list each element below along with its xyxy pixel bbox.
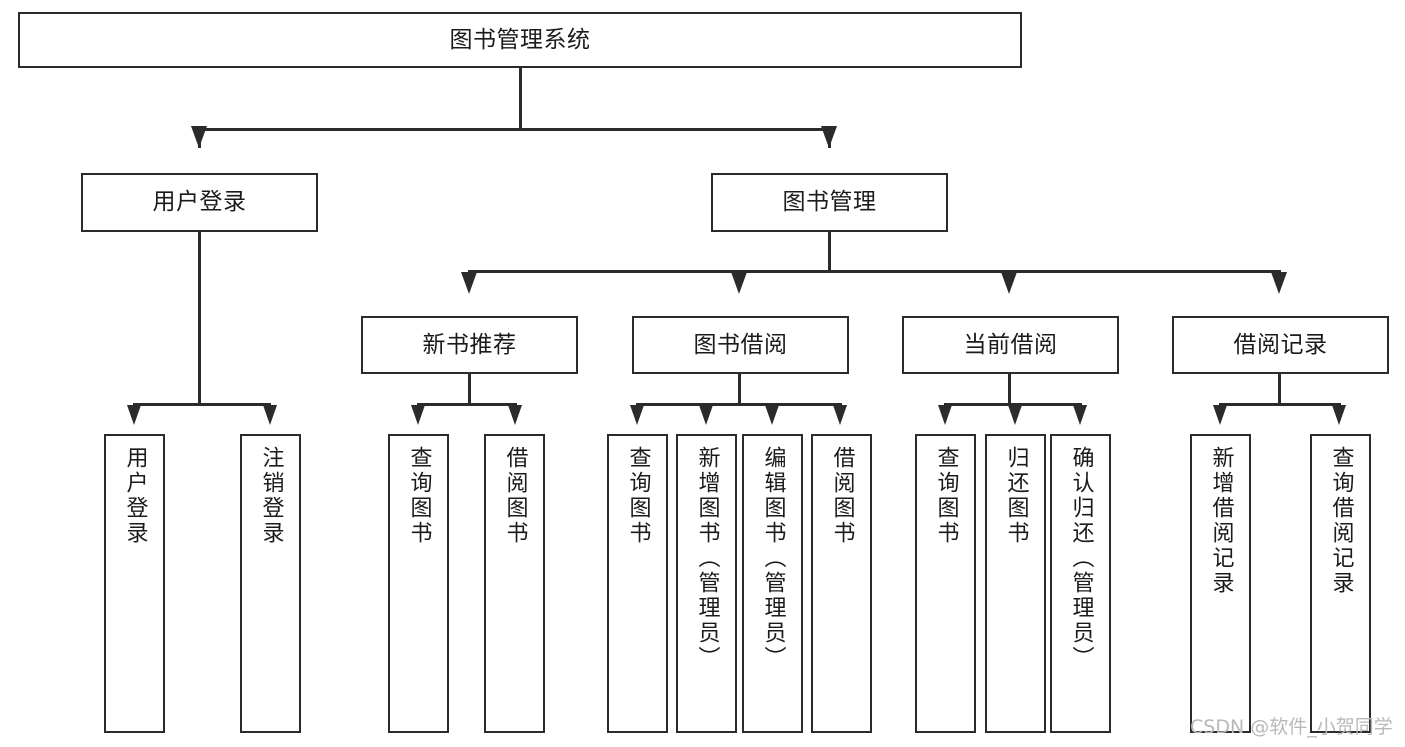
node-label: 新增图书（管理员）	[694, 446, 720, 671]
arrowhead-leaf-add-borrow-record	[1213, 405, 1227, 425]
edge-new-book-recommend-bar	[417, 403, 517, 406]
node-leaf-confirm-return-admin[interactable]: 确认归还（管理员）	[1050, 434, 1111, 733]
arrowhead-leaf-add-book-admin	[699, 405, 713, 425]
arrowhead-leaf-query-book-1	[411, 405, 425, 425]
arrowhead-new-book-recommend	[461, 272, 477, 294]
edge-current-borrow-stem	[1008, 374, 1011, 406]
node-leaf-add-book-admin[interactable]: 新增图书（管理员）	[676, 434, 737, 733]
node-label: 新书推荐	[422, 331, 517, 358]
arrowhead-leaf-query-borrow-record	[1332, 405, 1346, 425]
node-new-book-recommend[interactable]: 新书推荐	[361, 316, 578, 374]
node-leaf-query-book-1[interactable]: 查询图书	[388, 434, 449, 733]
node-label: 图书借阅	[693, 331, 788, 358]
arrowhead-leaf-edit-book-admin	[765, 405, 779, 425]
node-label: 当前借阅	[963, 331, 1058, 358]
node-label: 用户登录	[122, 446, 148, 546]
node-leaf-borrow-book-1[interactable]: 借阅图书	[484, 434, 545, 733]
arrowhead-leaf-query-book-3	[938, 405, 952, 425]
node-leaf-query-borrow-record[interactable]: 查询借阅记录	[1310, 434, 1371, 733]
arrowhead-leaf-return-book	[1008, 405, 1022, 425]
edge-level2-bar	[198, 128, 831, 131]
edge-user-login-bar	[133, 403, 271, 406]
arrowhead-current-borrow	[1001, 272, 1017, 294]
edge-book-borrow-stem	[738, 374, 741, 406]
node-label: 用户登录	[152, 189, 247, 216]
node-label: 图书管理系统	[449, 26, 591, 53]
node-book-borrow[interactable]: 图书借阅	[632, 316, 849, 374]
node-label: 注销登录	[258, 446, 284, 546]
arrowhead-leaf-query-book-2	[630, 405, 644, 425]
arrowhead-leaf-confirm-return-admin	[1073, 405, 1087, 425]
edge-root-stem	[519, 68, 522, 130]
node-label: 查询图书	[406, 446, 432, 546]
edge-current-borrow-bar	[944, 403, 1079, 406]
node-leaf-edit-book-admin[interactable]: 编辑图书（管理员）	[742, 434, 803, 733]
node-leaf-query-book-2[interactable]: 查询图书	[607, 434, 668, 733]
arrowhead-leaf-borrow-book-1	[508, 405, 522, 425]
node-label: 查询图书	[933, 446, 959, 546]
arrowhead-book-borrow	[731, 272, 747, 294]
arrowhead-book-management	[821, 126, 837, 148]
node-label: 查询图书	[625, 446, 651, 546]
edge-level3-bar	[468, 270, 1280, 273]
node-leaf-borrow-book-2[interactable]: 借阅图书	[811, 434, 872, 733]
arrowhead-leaf-borrow-book-2	[833, 405, 847, 425]
node-leaf-add-borrow-record[interactable]: 新增借阅记录	[1190, 434, 1251, 733]
node-book-management-system[interactable]: 图书管理系统	[18, 12, 1022, 68]
edge-borrow-record-bar	[1219, 403, 1341, 406]
node-leaf-query-book-3[interactable]: 查询图书	[915, 434, 976, 733]
edge-user-login-stem	[198, 232, 201, 406]
node-label: 借阅图书	[829, 446, 855, 546]
arrowhead-leaf-user-logout	[263, 405, 277, 425]
node-leaf-user-logout[interactable]: 注销登录	[240, 434, 301, 733]
arrowhead-borrow-record	[1271, 272, 1287, 294]
node-label: 确认归还（管理员）	[1068, 446, 1094, 671]
node-leaf-user-login[interactable]: 用户登录	[104, 434, 165, 733]
edge-new-book-recommend-stem	[468, 374, 471, 406]
node-current-borrow[interactable]: 当前借阅	[902, 316, 1119, 374]
node-label: 借阅记录	[1233, 331, 1328, 358]
node-label: 编辑图书（管理员）	[760, 446, 786, 671]
arrowhead-leaf-user-login	[127, 405, 141, 425]
node-user-login[interactable]: 用户登录	[81, 173, 318, 232]
edge-book-management-stem	[828, 232, 831, 272]
node-label: 归还图书	[1003, 446, 1029, 546]
node-book-management[interactable]: 图书管理	[711, 173, 948, 232]
arrowhead-user-login	[191, 126, 207, 148]
edge-borrow-record-stem	[1278, 374, 1281, 406]
node-leaf-return-book[interactable]: 归还图书	[985, 434, 1046, 733]
node-label: 借阅图书	[502, 446, 528, 546]
node-label: 图书管理	[782, 189, 877, 216]
node-label: 新增借阅记录	[1208, 446, 1234, 596]
node-borrow-record[interactable]: 借阅记录	[1172, 316, 1389, 374]
node-label: 查询借阅记录	[1328, 446, 1354, 596]
edge-book-borrow-bar	[636, 403, 842, 406]
